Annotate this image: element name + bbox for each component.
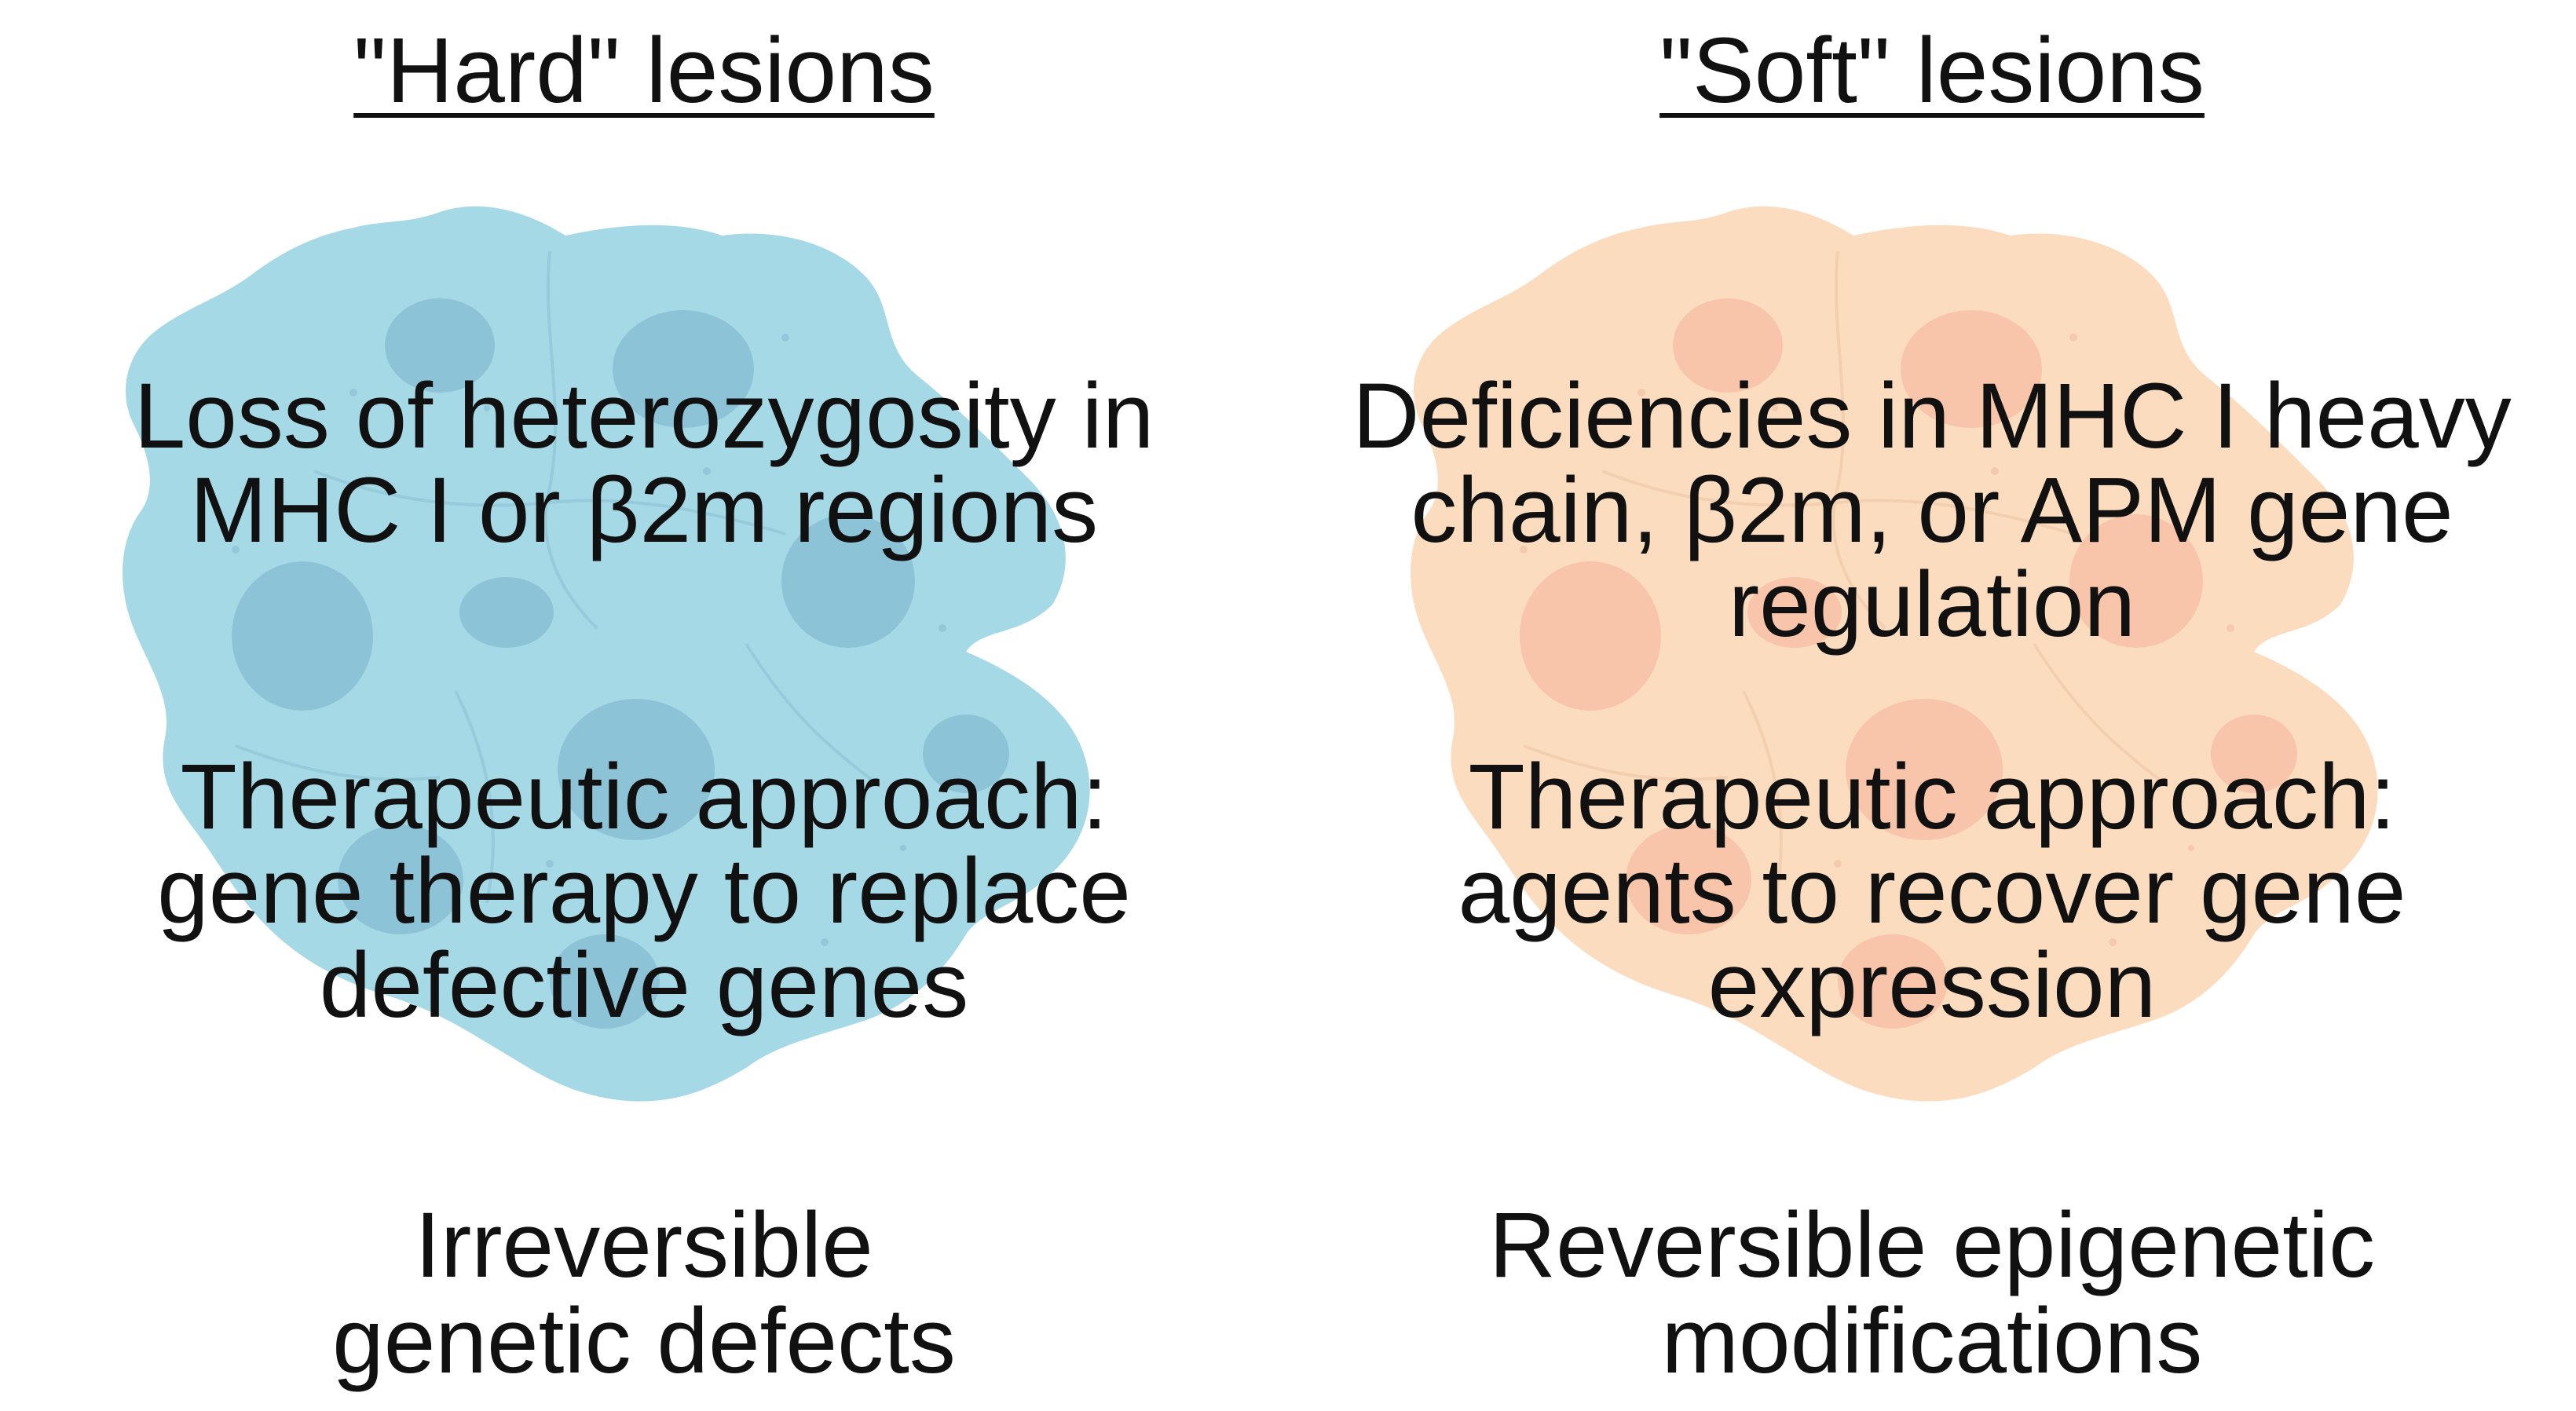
soft-therapeutic-approach: Therapeutic approach: agents to recover … <box>1288 750 2576 1033</box>
soft-therapy-line: Therapeutic approach: <box>1468 745 2396 849</box>
soft-lesion-line: chain, β2m, or APM gene <box>1411 459 2453 562</box>
soft-lesion-line: Deficiencies in MHC I heavy <box>1352 364 2512 468</box>
hard-therapy-line: gene therapy to replace <box>157 839 1131 943</box>
hard-footer-line: Irreversible <box>415 1194 873 1297</box>
soft-lesions-panel: "Soft" lesions Deficiencies in MHC I hea… <box>1288 0 2576 1411</box>
hard-lesion-line: MHC I or β2m regions <box>189 459 1099 562</box>
hard-lesion-footer: Irreversible genetic defects <box>0 1197 1288 1389</box>
hard-tumor-cell-cluster-icon <box>123 206 1090 1102</box>
soft-lesion-footer: Reversible epigenetic modifications <box>1288 1197 2576 1389</box>
soft-tumor-cell-cluster-icon <box>1411 206 2378 1102</box>
soft-footer-line: modifications <box>1661 1289 2203 1393</box>
hard-lesions-title: "Hard" lesions <box>353 19 935 122</box>
soft-therapy-line: expression <box>1707 934 2157 1037</box>
hard-nuclei <box>232 298 1009 1029</box>
soft-lesions-title: "Soft" lesions <box>1659 19 2205 122</box>
soft-speckles <box>1520 334 2234 946</box>
hard-therapeutic-approach: Therapeutic approach: gene therapy to re… <box>0 750 1288 1033</box>
soft-therapy-line: agents to recover gene <box>1458 839 2406 943</box>
soft-footer-line: Reversible epigenetic <box>1488 1194 2376 1297</box>
hard-footer-line: genetic defects <box>332 1289 956 1393</box>
hard-therapy-line: defective genes <box>319 934 969 1037</box>
soft-membranes <box>1523 250 2169 904</box>
hard-therapy-line: Therapeutic approach: <box>180 745 1108 849</box>
hard-lesions-panel: "Hard" lesions Loss of heterozygosity in… <box>0 19 1288 1389</box>
soft-nuclei <box>1520 298 2297 1029</box>
hard-lesion-line: Loss of heterozygosity in <box>134 364 1154 468</box>
hard-lesion-description: Loss of heterozygosity in MHC I or β2m r… <box>0 369 1288 557</box>
hard-membranes <box>235 250 881 904</box>
soft-lesion-description: Deficiencies in MHC I heavy chain, β2m, … <box>1288 369 2576 652</box>
hard-speckles <box>232 334 946 946</box>
soft-lesion-line: regulation <box>1728 553 2136 656</box>
